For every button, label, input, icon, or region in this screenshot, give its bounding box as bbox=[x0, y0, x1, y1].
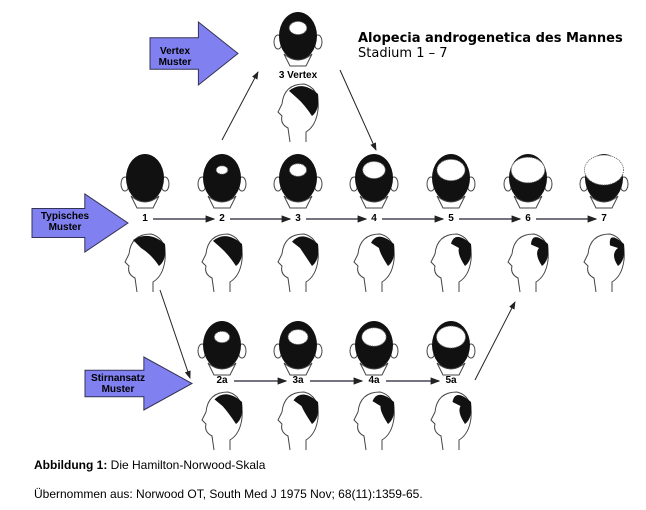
side-view-head-stage-1 bbox=[124, 233, 166, 293]
stage-number: 2a bbox=[216, 375, 228, 386]
neck-shape bbox=[359, 362, 389, 376]
side-view-head-stage-2a bbox=[201, 391, 243, 451]
neck-shape bbox=[130, 195, 160, 209]
neck-shape bbox=[359, 195, 389, 209]
hair-shape bbox=[279, 321, 317, 369]
bald-spot bbox=[436, 325, 466, 349]
stage-number: 3a bbox=[292, 375, 304, 386]
side-view-head-stage-5 bbox=[430, 233, 472, 293]
neck-shape bbox=[283, 53, 313, 67]
stage-number: 3 bbox=[295, 213, 301, 224]
typical-pattern-arrow bbox=[31, 193, 129, 253]
side-view-head-stage-4a bbox=[353, 391, 395, 451]
hair-shape bbox=[371, 236, 395, 266]
hair-shape bbox=[531, 237, 549, 266]
neck-shape bbox=[589, 195, 619, 209]
hair-shape bbox=[203, 321, 241, 369]
neck-shape bbox=[436, 362, 466, 376]
caption-bold: Abbildung 1: bbox=[34, 458, 108, 472]
side-view-head-stage-3 bbox=[277, 233, 319, 293]
side-view-head-stage-6 bbox=[507, 233, 549, 293]
bald-spot bbox=[362, 161, 386, 179]
bald-spot bbox=[215, 165, 229, 175]
branch-arrow bbox=[339, 69, 377, 151]
back-view-head-stage-5a bbox=[426, 321, 476, 376]
branch-arrow bbox=[474, 301, 516, 381]
bald-spot bbox=[287, 329, 309, 345]
hair-shape bbox=[289, 86, 319, 116]
back-view-head-stage-2a bbox=[197, 321, 247, 376]
branch-arrow bbox=[159, 289, 191, 379]
neck-shape bbox=[207, 195, 237, 209]
bald-spot bbox=[288, 163, 308, 177]
bald-spot bbox=[288, 21, 308, 35]
frontal-pattern-arrow bbox=[84, 356, 194, 411]
side-view-head-vertex bbox=[277, 83, 319, 143]
bald-spot bbox=[510, 156, 546, 184]
hair-shape bbox=[213, 236, 243, 266]
bald-spot bbox=[436, 158, 466, 182]
side-view-head-stage-5a bbox=[430, 391, 472, 451]
side-view-head-stage-3a bbox=[277, 391, 319, 451]
stage-number: 5a bbox=[445, 375, 457, 386]
hair-shape bbox=[372, 394, 395, 424]
stage-number: 6 bbox=[525, 213, 531, 224]
back-view-head-stage-3 bbox=[273, 154, 323, 209]
back-view-head-stage-7 bbox=[579, 154, 629, 209]
hair-shape bbox=[133, 235, 166, 266]
hair-shape bbox=[609, 237, 625, 266]
hair-shape bbox=[126, 154, 164, 202]
back-view-head-stage-4 bbox=[349, 154, 399, 209]
bald-spot bbox=[361, 327, 387, 347]
hair-shape bbox=[293, 394, 319, 424]
neck-shape bbox=[436, 195, 466, 209]
side-view-head-stage-7 bbox=[583, 233, 625, 293]
hair-shape bbox=[452, 395, 472, 424]
caption-text: Die Hamilton-Norwood-Skala bbox=[107, 458, 266, 472]
figure-source: Übernommen aus: Norwood OT, South Med J … bbox=[34, 487, 423, 501]
side-view-head-stage-2 bbox=[201, 233, 243, 293]
hair-shape bbox=[451, 236, 472, 266]
neck-shape bbox=[207, 362, 237, 376]
back-view-head-stage-6 bbox=[503, 154, 553, 209]
stage-number: 5 bbox=[448, 213, 454, 224]
back-view-head-stage-1 bbox=[120, 154, 170, 209]
back-view-head-stage-2 bbox=[197, 154, 247, 209]
side-view-head-stage-4 bbox=[353, 233, 395, 293]
back-view-head-stage-4a bbox=[349, 321, 399, 376]
neck-shape bbox=[283, 362, 313, 376]
back-view-head-stage-3a bbox=[273, 321, 323, 376]
hair-shape bbox=[292, 236, 319, 266]
hair-shape bbox=[279, 154, 317, 202]
stage-number: 2 bbox=[219, 213, 225, 224]
neck-shape bbox=[513, 195, 543, 209]
diagram-title: Alopecia androgenetica des Mannes bbox=[358, 31, 623, 46]
bald-spot bbox=[583, 154, 625, 186]
back-view-head-stage-5 bbox=[426, 154, 476, 209]
hair-shape bbox=[203, 154, 241, 202]
diagram-subtitle: Stadium 1 – 7 bbox=[358, 46, 448, 61]
neck-shape bbox=[283, 195, 313, 209]
figure-caption: Abbildung 1: Die Hamilton-Norwood-Skala bbox=[34, 458, 265, 472]
stage-number: 1 bbox=[142, 213, 148, 224]
stage-number: 4 bbox=[371, 213, 377, 224]
bald-spot bbox=[213, 330, 231, 344]
stage-number: 7 bbox=[601, 213, 607, 224]
back-view-head-vertex bbox=[273, 12, 323, 67]
branch-arrow bbox=[221, 71, 259, 141]
hair-shape bbox=[214, 394, 243, 424]
vertex-pattern-arrow bbox=[149, 20, 239, 87]
hair-shape bbox=[279, 12, 317, 60]
vertex-stage-label: 3 Vertex bbox=[278, 70, 318, 81]
stage-number: 4a bbox=[368, 375, 380, 386]
